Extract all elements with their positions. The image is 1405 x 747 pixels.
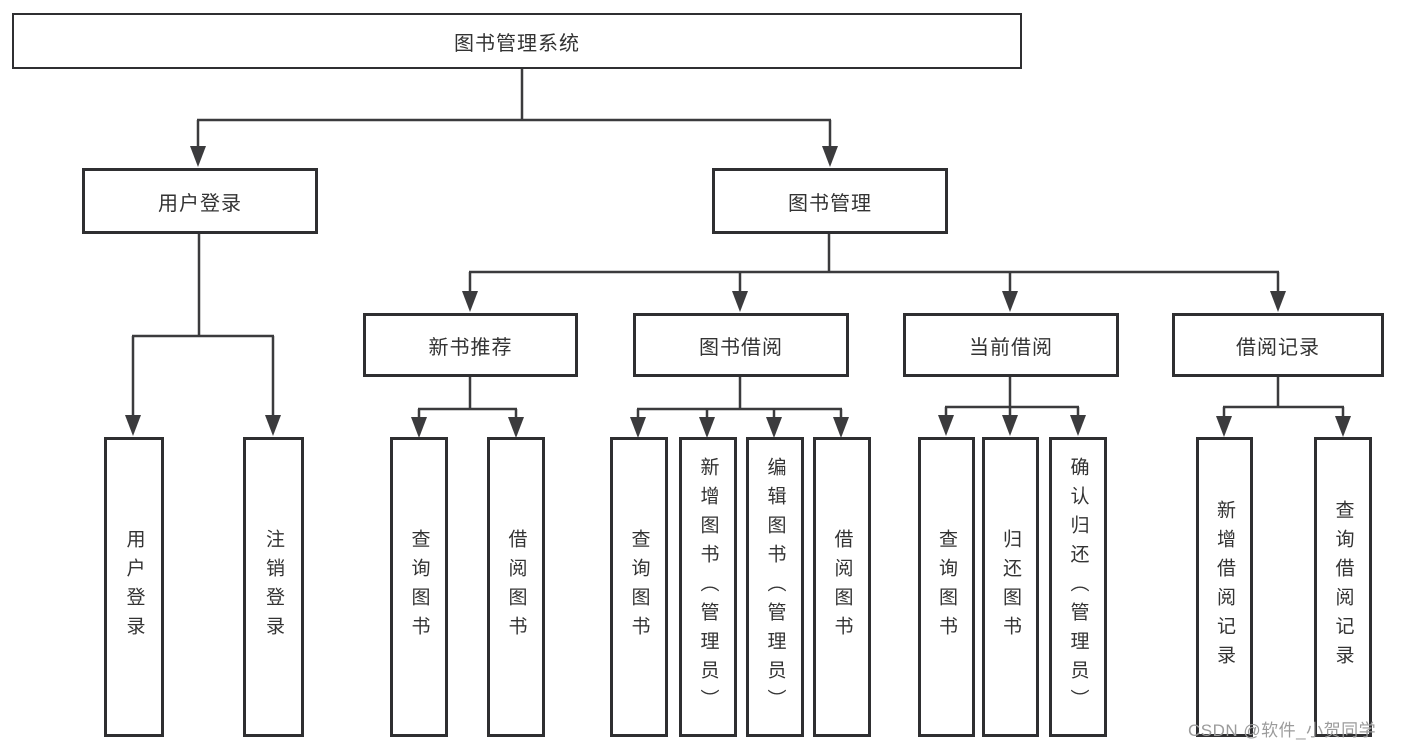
node-user-login-label: 用户登录 (158, 192, 242, 215)
node-leaf-bb-edit-books-admin: 编辑图书（管理员） (746, 437, 804, 737)
node-borrow-records: 借阅记录 (1172, 313, 1384, 377)
node-leaf-br-query-record-label: 查询借阅记录 (1332, 500, 1354, 674)
node-leaf-br-query-record: 查询借阅记录 (1314, 437, 1372, 737)
node-leaf-nbr-query-books-label: 查询图书 (408, 529, 430, 645)
node-leaf-bb-add-books-admin: 新增图书（管理员） (679, 437, 737, 737)
node-new-book-recommend-label: 新书推荐 (428, 336, 513, 359)
node-book-borrow-label: 图书借阅 (699, 336, 783, 359)
node-leaf-bb-edit-books-admin-label: 编辑图书（管理员） (764, 456, 786, 718)
connector-bookmgmt-to-level3 (462, 233, 1286, 312)
node-book-management: 图书管理 (712, 168, 948, 234)
node-leaf-bb-borrow-books-label: 借阅图书 (831, 529, 853, 645)
node-book-management-label: 图书管理 (788, 192, 872, 215)
node-current-borrow-label: 当前借阅 (969, 336, 1053, 359)
node-leaf-br-add-record-label: 新增借阅记录 (1214, 500, 1235, 674)
node-root-label: 图书管理系统 (454, 32, 580, 55)
node-leaf-bb-query-books: 查询图书 (610, 437, 668, 737)
node-leaf-nbr-borrow-books-label: 借阅图书 (505, 529, 527, 645)
node-root: 图书管理系统 (12, 13, 1022, 69)
node-leaf-cb-query-books-label: 查询图书 (936, 529, 957, 645)
node-leaf-bb-add-books-admin-label: 新增图书（管理员） (697, 456, 719, 718)
watermark-text: CSDN @软件_小贺同学 (1188, 721, 1377, 740)
node-book-borrow: 图书借阅 (633, 313, 849, 377)
node-leaf-bb-query-books-label: 查询图书 (628, 529, 650, 645)
connector-userlogin-to-leaves (125, 233, 281, 436)
node-leaf-user-login-label: 用户登录 (123, 529, 145, 645)
node-user-login: 用户登录 (82, 168, 318, 234)
node-leaf-user-login: 用户登录 (104, 437, 164, 737)
connector-bookborrow-to-leaves (630, 376, 849, 438)
node-leaf-cb-confirm-return-admin-label: 确认归还（管理员） (1067, 456, 1089, 718)
node-leaf-cb-return-books: 归还图书 (982, 437, 1039, 737)
connector-root-to-level2 (190, 68, 838, 167)
node-leaf-cb-return-books-label: 归还图书 (1000, 529, 1021, 645)
node-leaf-cb-confirm-return-admin: 确认归还（管理员） (1049, 437, 1107, 737)
node-borrow-records-label: 借阅记录 (1236, 336, 1320, 359)
node-leaf-logout: 注销登录 (243, 437, 304, 737)
node-current-borrow: 当前借阅 (903, 313, 1119, 377)
connector-currentborrow-to-leaves (938, 376, 1086, 436)
node-leaf-nbr-query-books: 查询图书 (390, 437, 448, 737)
node-leaf-cb-query-books: 查询图书 (918, 437, 975, 737)
node-leaf-nbr-borrow-books: 借阅图书 (487, 437, 545, 737)
node-leaf-br-add-record: 新增借阅记录 (1196, 437, 1253, 737)
connector-newbookrec-to-leaves (411, 376, 524, 438)
node-leaf-bb-borrow-books: 借阅图书 (813, 437, 871, 737)
connector-borrowrecords-to-leaves (1216, 376, 1351, 437)
node-leaf-logout-label: 注销登录 (263, 529, 284, 645)
node-new-book-recommend: 新书推荐 (363, 313, 578, 377)
